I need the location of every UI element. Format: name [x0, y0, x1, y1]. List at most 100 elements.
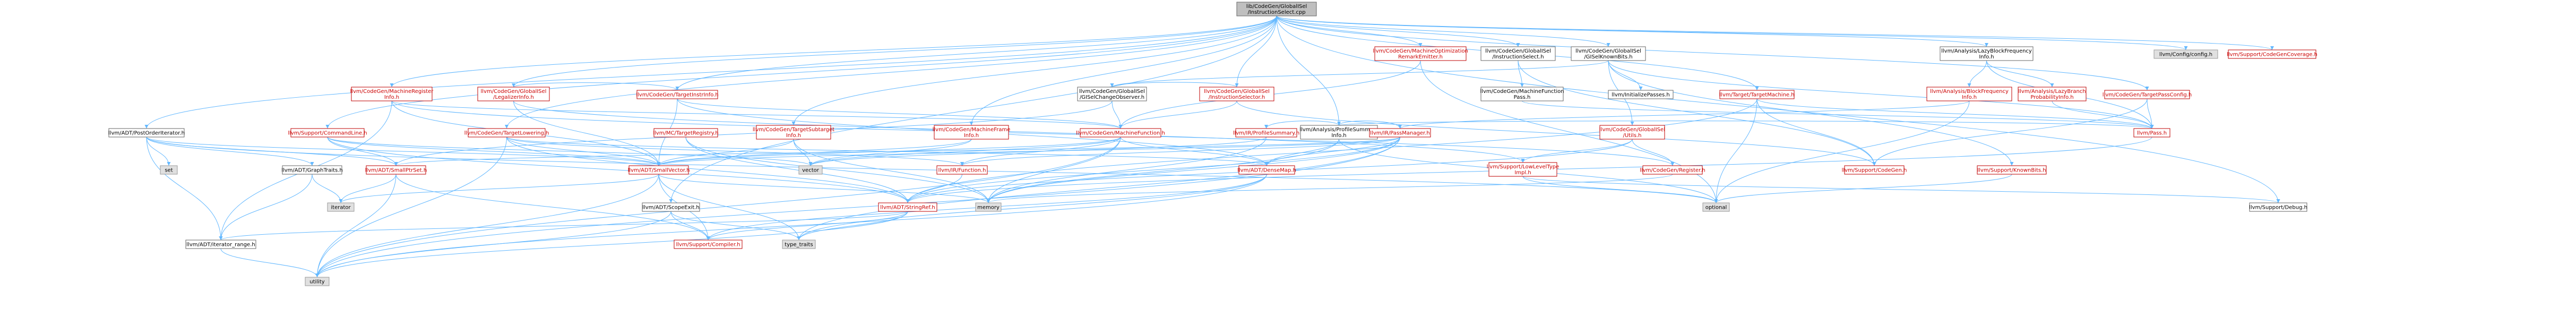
node-changeobs[interactable]: llvm/CodeGen/GlobalISel/GISelChangeObser… [1077, 87, 1147, 101]
node-set-label: set [165, 168, 173, 174]
node-vector-label: vector [802, 168, 820, 174]
edge-lazybpi-to-pass [2052, 100, 2154, 129]
node-cgcoverage[interactable]: llvm/Support/CodeGenCoverage.h [2227, 49, 2317, 59]
edge-passmgr-to-utility [315, 136, 1400, 278]
edge-root-to-cmdline [325, 15, 1277, 129]
node-pass[interactable]: llvm/Pass.h [2133, 128, 2170, 138]
node-smallvector[interactable]: llvm/ADT/SmallVector.h [628, 165, 690, 175]
node-optional[interactable]: optional [1702, 202, 1730, 212]
node-iterator[interactable]: iterator [327, 202, 355, 212]
node-typetraits[interactable]: type_traits [782, 240, 816, 249]
node-tti[interactable]: llvm/CodeGen/TargetInstrInfo.h [636, 90, 719, 99]
node-profsum-box [1300, 125, 1378, 140]
edge-itrange-to-utility [220, 248, 319, 278]
edge-profsum-to-pass [1339, 121, 2153, 129]
node-memory[interactable]: memory [975, 202, 1002, 212]
node-utility[interactable]: utility [305, 277, 330, 286]
node-irfunction[interactable]: llvm/IR/Function.h [936, 165, 988, 175]
node-mframe-label: llvm/CodeGen/MachineFrame [933, 127, 1011, 133]
node-graphtraits[interactable]: llvm/ADT/GraphTraits.h [281, 165, 343, 175]
node-root-label: lib/CodeGen/GlobalISel [1246, 4, 1307, 10]
edge-profsum-to-irprofsum [1264, 121, 1339, 129]
node-utility-box [305, 277, 330, 286]
node-optional-label: optional [1705, 205, 1727, 211]
node-supportcodegen[interactable]: llvm/Support/CodeGen.h [1842, 165, 1907, 175]
edge-scopeexit-to-typetraits [670, 211, 801, 241]
edge-mfpass-to-pass [1522, 100, 2154, 129]
node-mri-label: Info.h [384, 95, 399, 100]
node-lowlevel-label: Impl.h [1514, 170, 1531, 176]
node-legalizerinfo-box [477, 87, 550, 101]
node-tregistry[interactable]: llvm/MC/TargetRegistry.h [653, 128, 719, 138]
node-graphtraits-label: llvm/ADT/GraphTraits.h [281, 168, 343, 174]
edge-targetmachine-to-supportcodegen [1756, 98, 1876, 166]
node-cmdline-label: llvm/Support/CommandLine.h [288, 131, 367, 136]
node-register[interactable]: llvm/CodeGen/Register.h [1640, 165, 1705, 175]
node-stringref[interactable]: llvm/ADT/StringRef.h [878, 202, 937, 212]
edge-tregistry-to-memory [685, 136, 990, 203]
edge-root-to-po [144, 15, 1277, 129]
node-initpasses[interactable]: llvm/InitializePasses.h [1608, 90, 1674, 99]
edge-mopt-to-optional [1420, 60, 1718, 203]
node-passmgr[interactable]: llvm/IR/PassManager.h [1369, 128, 1431, 138]
edge-smallvector-to-typetraits [658, 174, 801, 241]
node-isel2-box [1199, 87, 1274, 101]
node-config-label: llvm/Config/config.h [2159, 52, 2212, 58]
node-tpc-label: llvm/CodeGen/TargetPassConfig.h [2103, 92, 2192, 98]
node-tpc[interactable]: llvm/CodeGen/TargetPassConfig.h [2103, 90, 2192, 99]
edge-root-to-scopeexit [669, 15, 1277, 203]
node-giutils-box [1599, 125, 1665, 140]
edge-densemap-to-typetraits [797, 174, 1267, 241]
node-knownbits[interactable]: llvm/CodeGen/GlobalISel/GISelKnownBits.h [1571, 46, 1646, 61]
edge-lazyblockfreqinfo-to-bfi [1967, 60, 1987, 88]
edge-legalizerinfo-to-lowlevel [513, 100, 1525, 163]
node-mopt[interactable]: llvm/CodeGen/MachineOptimizationRemarkEm… [1373, 46, 1468, 61]
node-config[interactable]: llvm/Config/config.h [2153, 49, 2218, 59]
edge-changeobs-to-smallptrset [394, 100, 1113, 166]
node-irprofsum-box [1235, 128, 1297, 138]
node-root[interactable]: lib/CodeGen/GlobalISel/InstructionSelect… [1236, 2, 1317, 16]
node-debug-box [2249, 202, 2307, 212]
edge-cmdline-to-stringref [327, 136, 910, 203]
node-set[interactable]: set [160, 165, 178, 175]
node-giutils[interactable]: llvm/CodeGen/GlobalISel/Utils.h [1599, 125, 1665, 140]
node-smallptrset[interactable]: llvm/ADT/SmallPtrSet.h [365, 165, 427, 175]
node-irprofsum-label: llvm/IR/ProfileSummary.h [1233, 131, 1299, 136]
node-debug[interactable]: llvm/Support/Debug.h [2249, 202, 2307, 212]
node-densemap[interactable]: llvm/ADT/DenseMap.h [1237, 165, 1296, 175]
node-legalizerinfo[interactable]: llvm/CodeGen/GlobalISel/LegalizerInfo.h [477, 87, 550, 101]
node-mf[interactable]: llvm/CodeGen/MachineFunction.h [1076, 128, 1165, 138]
node-supportknownbits[interactable]: llvm/Support/KnownBits.h [1977, 165, 2047, 175]
node-vector[interactable]: vector [798, 165, 823, 175]
node-compiler[interactable]: llvm/Support/Compiler.h [674, 240, 743, 249]
edge-cmdline-to-smallvector [327, 136, 661, 166]
node-isel2[interactable]: llvm/CodeGen/GlobalISel/InstructionSelec… [1199, 87, 1274, 101]
node-lazybpi[interactable]: llvm/Analysis/LazyBranchProbabilityInfo.… [2018, 87, 2087, 101]
edge-passmgr-to-stringref [906, 136, 1400, 203]
edge-stringref-to-utility [315, 211, 908, 278]
edge-mf-to-utility [315, 136, 1121, 278]
edge-smallptrset-to-iterator [339, 174, 397, 203]
node-tlowering[interactable]: llvm/CodeGen/TargetLowering.h [464, 128, 549, 138]
node-irprofsum[interactable]: llvm/IR/ProfileSummary.h [1233, 128, 1299, 138]
node-isel[interactable]: llvm/CodeGen/GlobalISel/InstructionSelec… [1480, 46, 1556, 61]
edge-tsubtarget-to-memory [793, 139, 990, 203]
edge-root-to-tti [675, 15, 1277, 91]
node-targetmachine[interactable]: llvm/Target/TargetMachine.h [1719, 90, 1795, 99]
node-lazybpi-label: ProbabilityInfo.h [2030, 95, 2073, 100]
node-cmdline[interactable]: llvm/Support/CommandLine.h [288, 128, 367, 138]
edge-stringref-to-compiler [706, 211, 908, 241]
node-scopeexit[interactable]: llvm/ADT/ScopeExit.h [642, 202, 700, 212]
node-initpasses-box [1608, 90, 1674, 99]
node-itrange[interactable]: llvm/ADT/iterator_range.h [185, 240, 256, 249]
node-po[interactable]: llvm/ADT/PostOrderIterator.h [108, 128, 185, 138]
edge-changeobs-to-mf [1112, 100, 1123, 129]
